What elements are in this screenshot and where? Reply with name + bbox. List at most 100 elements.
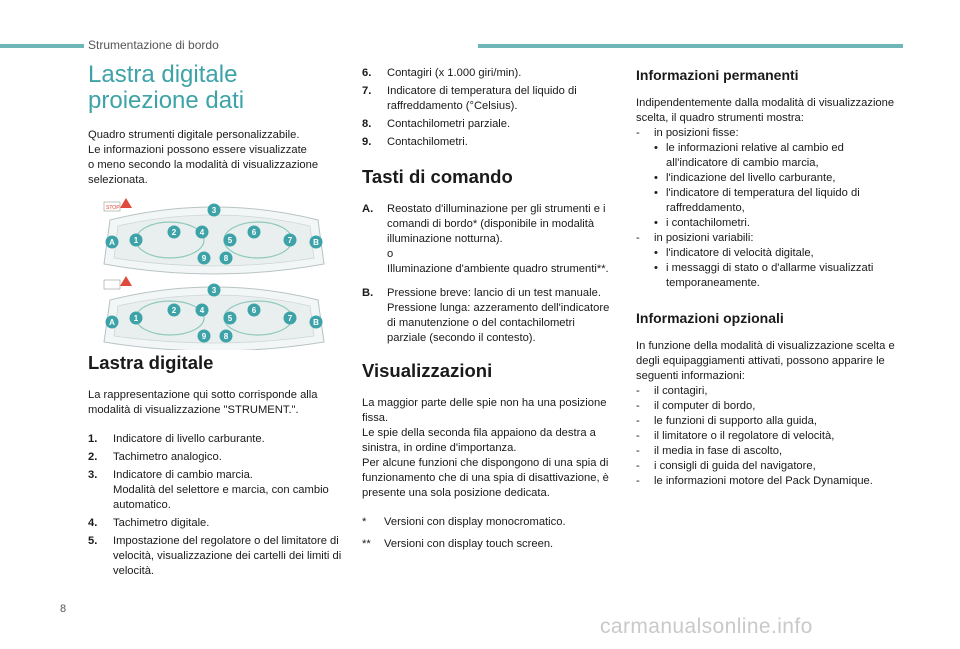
figure-marker-label: 3 [212, 206, 217, 215]
opt-item: le funzioni di supporto alla guida, [636, 414, 896, 429]
item-text: Indicatore di temperatura del liquido di… [387, 85, 577, 112]
stop-label: STOP [106, 205, 120, 211]
figure-marker-circle [283, 311, 297, 325]
watermark: carmanualsonline.info [600, 615, 813, 638]
figure-marker-label: 8 [224, 332, 229, 341]
bullet-item: • l'indicazione del livello carburante, [636, 171, 896, 186]
visual-line: La maggior parte delle spie non ha una p… [362, 397, 607, 424]
visual-line: Per alcune funzioni che dispongono di un… [362, 457, 609, 499]
command-key-text: o [387, 248, 394, 260]
header-rule-left [0, 44, 84, 48]
bullet-item: •le informazioni relative al cambio ed a… [636, 141, 896, 171]
footnote-mark: ** [362, 538, 371, 550]
figure-marker-label: 7 [288, 314, 293, 323]
list-item: 6. Contagiri (x 1.000 giri/min). [362, 66, 617, 81]
section-title-visualizzazioni: Visualizzazioni [362, 360, 493, 381]
figure-marker-circle [247, 225, 261, 239]
bullet-text: i contachilometri. [666, 217, 750, 229]
figure-marker-circle [197, 329, 211, 343]
figure-marker-circle [309, 235, 323, 249]
figure-marker-circle [167, 225, 181, 239]
item-number: 9. [362, 136, 372, 148]
figure-marker-label: 6 [252, 228, 257, 237]
item-text: Contachilometri. [387, 136, 468, 148]
item-number: 3. [88, 469, 98, 481]
item-text: Impostazione del regolatore o del limita… [113, 535, 342, 577]
perm-fixed-label: in posizioni fisse: [636, 126, 896, 141]
bullet-dot: • [654, 217, 658, 229]
opt-intro: In funzione della modalità di visualizza… [636, 340, 895, 382]
footnote-text: Versioni con display monocromatico. [384, 516, 566, 528]
figure-marker-label: 4 [200, 228, 205, 237]
section-title-lastra: Lastra digitale [88, 352, 214, 373]
figure-marker-label: 9 [202, 332, 207, 341]
figure-marker-circle [195, 303, 209, 317]
item-number: 8. [362, 118, 372, 130]
item-number: 6. [362, 67, 372, 79]
figure-marker-circle [129, 233, 143, 247]
intro-text: Quadro strumenti digitale personalizzabi… [88, 128, 343, 188]
figure-marker-circle [309, 315, 323, 329]
intro-line: o meno secondo la modalità di visualizza… [88, 159, 319, 171]
command-key: A.Reostato d'illuminazione per gli strum… [362, 202, 617, 277]
visual-line: Le spie della seconda fila appaiono da d… [362, 427, 596, 454]
item-number: 5. [88, 535, 98, 547]
item-text: Contachilometri parziale. [387, 118, 511, 130]
footnotes: *Versioni con display monocromatico.**Ve… [362, 515, 617, 552]
item-number: 4. [88, 517, 98, 529]
list-item: 5. Impostazione del regolatore o del limi… [88, 534, 343, 579]
figure-marker-circle [105, 315, 119, 329]
command-key-letter: A. [362, 203, 374, 215]
list-item: 7.Indicatore di temperatura del liquido … [362, 84, 617, 114]
figure-marker-circle [167, 303, 181, 317]
figure-marker-label: 5 [228, 314, 233, 323]
bullet-text: le informazioni relative al cambio ed al… [666, 142, 844, 169]
figure-marker-circle [223, 311, 237, 325]
item-text: Modalità del selettore e marcia, con cam… [113, 484, 329, 511]
item-text: Contagiri (x 1.000 giri/min). [387, 67, 522, 79]
figure-marker-label: 1 [134, 236, 139, 245]
bullet-text: l'indicazione del livello carburante, [666, 172, 836, 184]
figure-marker-circle [129, 311, 143, 325]
column-1-lower: Lastra digitale La rappresentazione qui … [88, 352, 343, 582]
list-item: 1.Indicatore di livello carburante. [88, 432, 343, 447]
figure-marker-label: 8 [224, 254, 229, 263]
bullet-text: l'indicatore di velocità digitale, [666, 247, 814, 259]
list-item: 4.Tachimetro digitale. [88, 516, 343, 531]
intro-line: Le informazioni possono essere visualizz… [88, 144, 307, 156]
figure-marker-label: 9 [202, 254, 207, 263]
intro-line: Quadro strumenti digitale personalizzabi… [88, 129, 300, 141]
figure-marker-circle [207, 203, 221, 217]
list-item: 3. Indicatore di cambio marcia. Modalità d… [88, 468, 343, 513]
figure-marker-circle [197, 251, 211, 265]
figure-marker-label: 5 [228, 236, 233, 245]
indicator-list-1: 1.Indicatore di livello carburante. 2.Tac… [88, 432, 343, 579]
section-title-permanenti: Informazioni permanenti [636, 67, 799, 83]
section-header: Strumentazione di bordo [88, 38, 219, 52]
figure-marker-circle [219, 251, 233, 265]
command-key-text: Pressione lunga: azzeramento dell'indica… [387, 302, 610, 344]
bullet-text: i messaggi di stato o d'allarme visualiz… [666, 262, 874, 289]
opt-item: il media in fase di ascolto, [636, 444, 896, 459]
column-2: 6. Contagiri (x 1.000 giri/min). 7.Indicat… [362, 66, 617, 559]
bullet-item: •i messaggi di stato o d'allarme visuali… [636, 261, 896, 291]
figure-marker-label: 2 [172, 228, 177, 237]
cluster-lower [103, 276, 325, 350]
opt-item: i consigli di guida del navigatore, [636, 459, 896, 474]
figure-marker-label: 3 [212, 286, 217, 295]
figure-marker-label: 2 [172, 306, 177, 315]
lastra-intro: La rappresentazione qui sotto corrispond… [88, 389, 318, 416]
header-rule [478, 44, 903, 48]
item-number: 2. [88, 451, 98, 463]
bullet-dot: • [654, 172, 658, 184]
item-text: Indicatore di cambio marcia. [113, 469, 253, 481]
figure-marker-circle [195, 225, 209, 239]
perm-var-list: •l'indicatore di velocità digitale,•i me… [636, 246, 896, 291]
opt-item: le informazioni motore del Pack Dynamiqu… [636, 474, 896, 489]
opt-item: il computer di bordo, [636, 399, 896, 414]
intro-line: selezionata. [88, 174, 148, 186]
list-item: 2.Tachimetro analogico. [88, 450, 343, 465]
figure-marker-circle [223, 233, 237, 247]
indicator-list-2: 6. Contagiri (x 1.000 giri/min). 7.Indicat… [362, 66, 617, 150]
